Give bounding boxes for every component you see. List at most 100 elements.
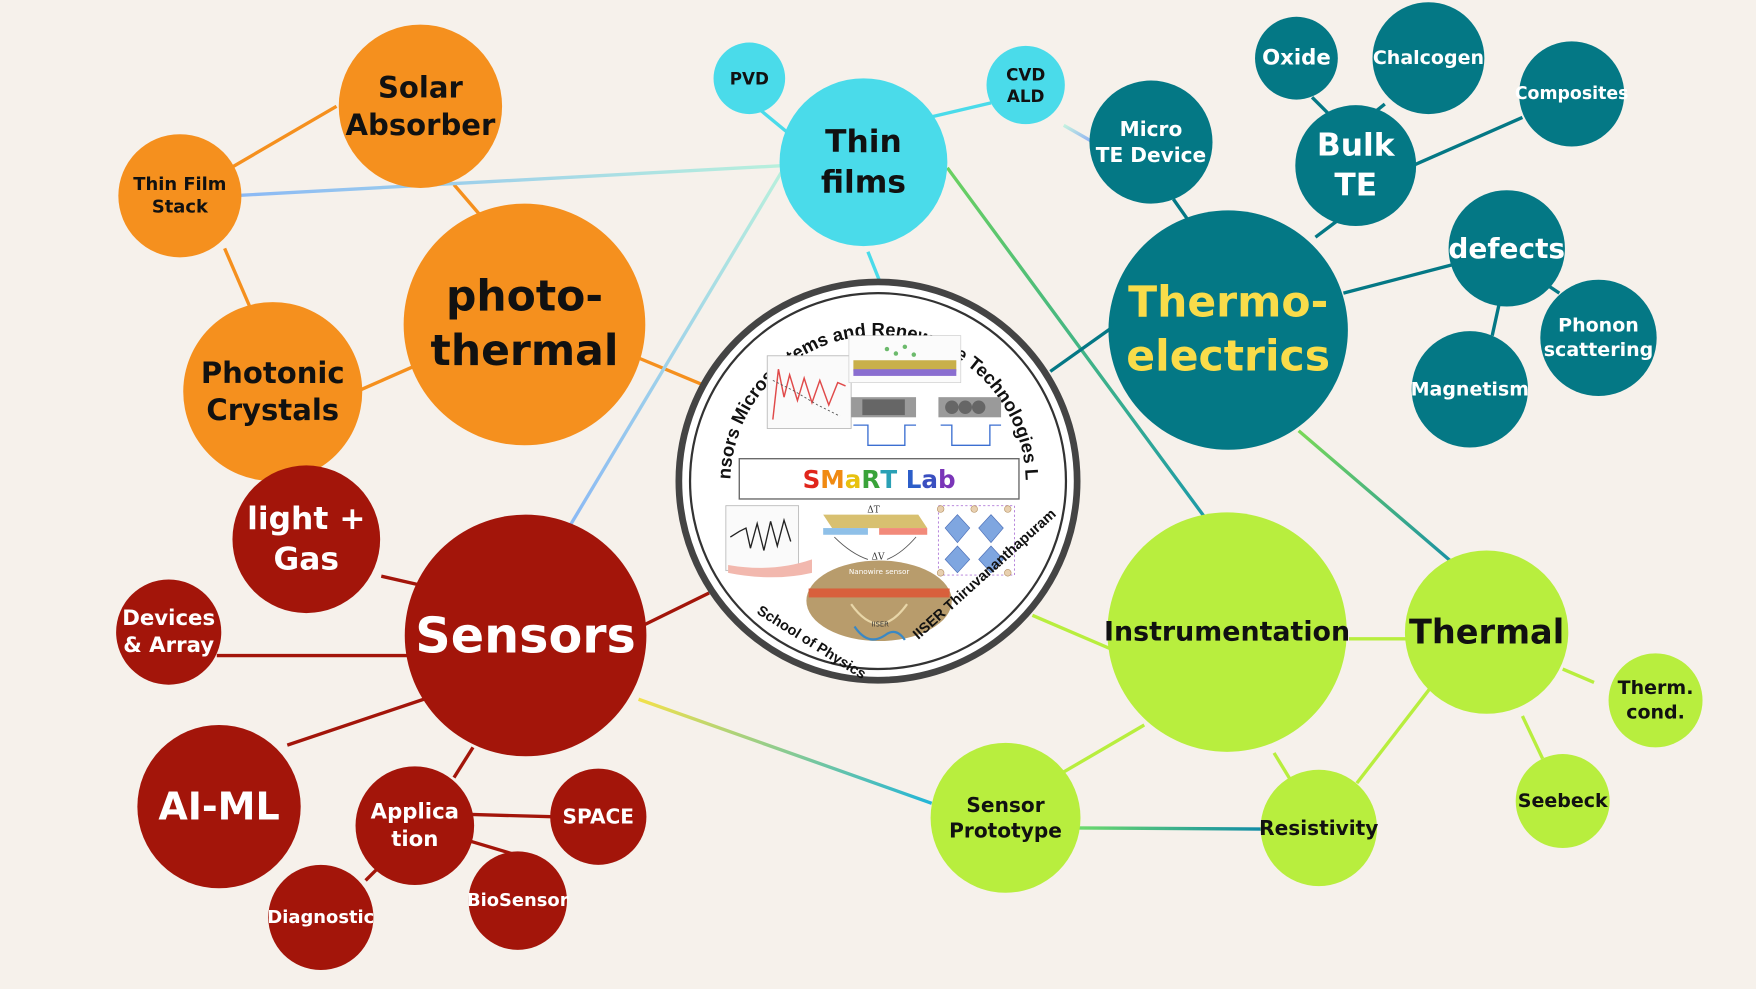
node-thermoelectrics-bubble[interactable] (1108, 210, 1348, 450)
node-phonon-scattering-label: Phonon (1558, 315, 1639, 337)
node-oxide-bubble[interactable] (1255, 16, 1338, 100)
node-application-label: Applica (371, 800, 459, 825)
node-cvd-ald-bubble[interactable] (986, 45, 1065, 125)
node-ai-ml[interactable]: AI-ML (137, 724, 301, 889)
node-devices-array-label: & Array (123, 633, 214, 658)
node-photothermal-label: photo- (446, 273, 603, 322)
node-photothermal[interactable]: photo-thermal (403, 203, 646, 446)
node-devices-array[interactable]: Devices& Array (116, 579, 222, 685)
node-thermal-label: Thermal (1409, 613, 1564, 652)
node-chalcogen-label: Chalcogen (1373, 47, 1484, 69)
edge-application-sensors (452, 746, 475, 779)
smart-letter (897, 465, 906, 494)
connector-lines (207, 96, 1595, 882)
edge-sensors-center (640, 591, 710, 629)
smart-lab-title: SMaRT Lab (803, 465, 956, 494)
node-thin-films-label: films (821, 164, 906, 200)
node-chalcogen[interactable]: Chalcogen (1372, 2, 1485, 115)
node-composites[interactable]: Composites (1515, 41, 1629, 147)
node-thermal-bubble[interactable] (1404, 550, 1569, 714)
node-thermal[interactable]: Thermal (1404, 550, 1569, 714)
edge-thinfilmstack-thinfilms (231, 163, 785, 198)
node-biosensor[interactable]: BioSensor (467, 851, 569, 950)
node-magnetism-bubble[interactable] (1411, 331, 1529, 448)
smart-letter: R (861, 465, 880, 494)
edge-center-instrumentation (1031, 613, 1112, 651)
node-thin-films-label: Thin (825, 124, 902, 160)
node-sensors-label: Sensors (415, 606, 636, 664)
edge-bulk-thermo (1314, 219, 1339, 239)
node-devices-array-label: Devices (122, 606, 215, 631)
node-sensors[interactable]: Sensors (404, 514, 647, 757)
node-devices-array-bubble[interactable] (116, 579, 222, 685)
node-thermoelectrics[interactable]: Thermo-electrics (1108, 210, 1348, 450)
smart-letter: L (906, 465, 922, 494)
node-solar-absorber-bubble[interactable] (338, 24, 503, 188)
node-phonon-scattering-label: scattering (1544, 339, 1653, 361)
edge-micro-thermo (1171, 198, 1189, 220)
node-chalcogen-bubble[interactable] (1372, 2, 1485, 115)
node-bulk-te-bubble[interactable] (1295, 105, 1417, 226)
node-pvd-bubble[interactable] (713, 42, 786, 115)
nanowire-sensor-label: Nanowire sensor (849, 567, 910, 576)
node-therm-cond-bubble[interactable] (1608, 653, 1703, 748)
node-defects[interactable]: defects (1448, 190, 1565, 307)
node-thermoelectrics-label: Thermo- (1128, 278, 1328, 327)
node-phonon-scattering-bubble[interactable] (1540, 279, 1657, 397)
node-biosensor-bubble[interactable] (468, 851, 567, 950)
node-resistivity[interactable]: Resistivity (1259, 769, 1378, 887)
node-photothermal-bubble[interactable] (403, 203, 646, 446)
node-magnetism[interactable]: Magnetism (1411, 331, 1529, 448)
node-resistivity-label: Resistivity (1259, 816, 1378, 840)
node-light-gas-bubble[interactable] (232, 465, 381, 614)
node-instrumentation-label: Instrumentation (1104, 617, 1350, 648)
node-instrumentation-bubble[interactable] (1107, 512, 1347, 752)
node-composites-label: Composites (1515, 84, 1629, 104)
node-sensors-bubble[interactable] (404, 514, 647, 757)
edge-aiml-sensors (286, 697, 425, 747)
node-diagnostic[interactable]: Diagnostic (267, 864, 374, 970)
node-space-bubble[interactable] (550, 768, 647, 865)
smart-letter: S (803, 465, 821, 494)
node-defects-bubble[interactable] (1448, 190, 1565, 307)
node-bulk-te-label: Bulk (1317, 128, 1396, 164)
node-instrumentation[interactable]: Instrumentation (1104, 512, 1350, 752)
smart-letter: a (921, 465, 938, 494)
node-therm-cond[interactable]: Therm.cond. (1608, 653, 1703, 748)
node-cvd-ald-label: ALD (1007, 86, 1045, 106)
node-oxide[interactable]: Oxide (1255, 16, 1338, 100)
node-photonic-crystals-bubble[interactable] (183, 302, 363, 482)
node-photothermal-label: thermal (431, 327, 619, 376)
edge-application-space (470, 812, 552, 819)
node-pvd[interactable]: PVD (713, 42, 786, 115)
node-space[interactable]: SPACE (550, 768, 647, 865)
node-thin-films[interactable]: Thin films (779, 78, 948, 247)
node-seebeck-bubble[interactable] (1515, 754, 1610, 849)
edge-thermal-thermcond (1562, 667, 1595, 684)
node-seebeck[interactable]: Seebeck (1515, 754, 1610, 849)
node-diagnostic-bubble[interactable] (268, 864, 374, 970)
node-cvd-ald-label: CVD (1006, 64, 1045, 84)
node-sensor-prototype-bubble[interactable] (930, 742, 1081, 893)
node-solar-absorber-label: Solar (378, 71, 464, 105)
node-light-gas[interactable]: light +Gas (232, 465, 381, 614)
node-micro-te-device-bubble[interactable] (1089, 80, 1213, 204)
node-composites-bubble[interactable] (1519, 41, 1625, 147)
node-application-bubble[interactable] (355, 766, 475, 885)
edge-thinfilms-instrumentation (946, 166, 1209, 522)
node-ai-ml-bubble[interactable] (137, 724, 301, 889)
node-thin-films-bubble[interactable] (779, 78, 948, 247)
node-resistivity-bubble[interactable] (1260, 769, 1377, 887)
node-thin-film-stack-bubble[interactable] (118, 134, 242, 258)
